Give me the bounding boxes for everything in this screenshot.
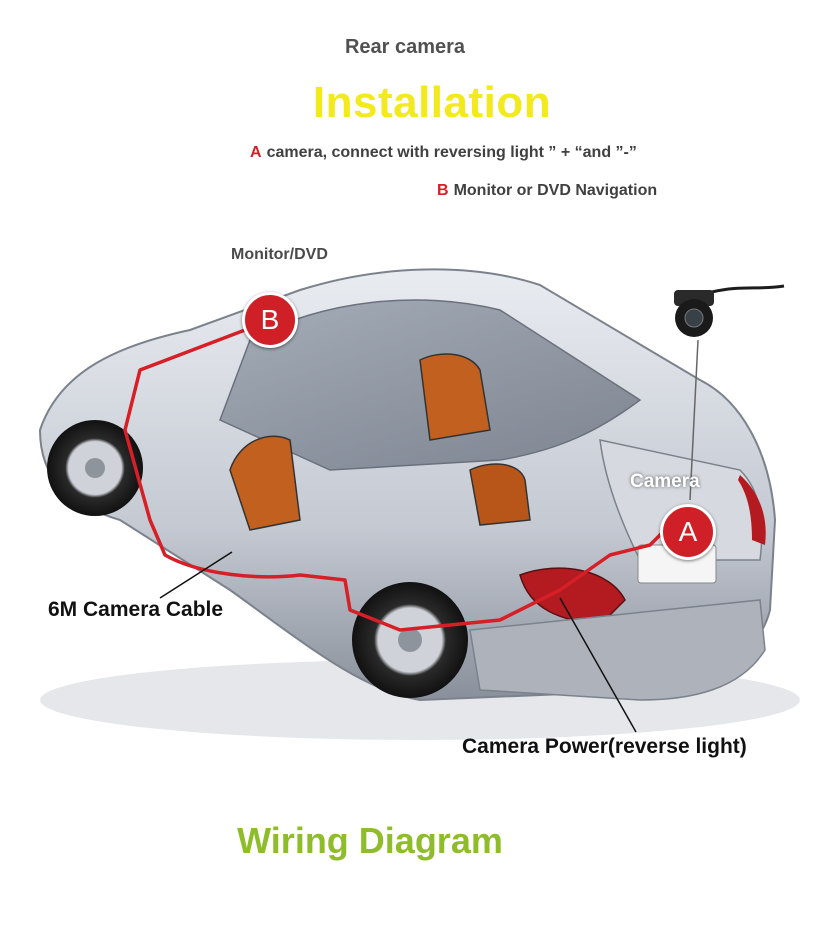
note-a-key: A: [250, 144, 262, 161]
camera-label: Camera: [630, 471, 700, 492]
badge-a: A: [660, 504, 716, 560]
note-a-text: camera, connect with reversing light ” +…: [266, 144, 637, 161]
rear-bumper: [469, 599, 766, 701]
rear-light-right: [738, 475, 766, 545]
note-b-text: Monitor or DVD Navigation: [453, 182, 658, 199]
note-b-key: B: [437, 182, 449, 199]
page-title: Installation: [312, 78, 552, 127]
badge-b: B: [242, 292, 298, 348]
monitor-label: Monitor/DVD: [231, 246, 328, 263]
front-seat: [229, 435, 301, 531]
rear-seat-2: [469, 463, 531, 526]
subtitle: Rear camera: [344, 36, 466, 58]
cable-label: 6M Camera Cable: [48, 598, 224, 621]
camera-lens: [684, 308, 704, 328]
power-pointer-line: [559, 597, 637, 733]
rear-wheel-hub: [398, 628, 422, 652]
cable-pointer-line: [159, 551, 233, 599]
footer-title: Wiring Diagram: [237, 820, 503, 861]
camera-cable-route: [123, 328, 667, 632]
camera-pointer-line: [689, 339, 699, 501]
rear-seat: [419, 353, 491, 441]
camera-cable-tail: [711, 284, 785, 294]
front-wheel-hub: [85, 458, 105, 478]
power-label: Camera Power(reverse light): [462, 735, 747, 758]
